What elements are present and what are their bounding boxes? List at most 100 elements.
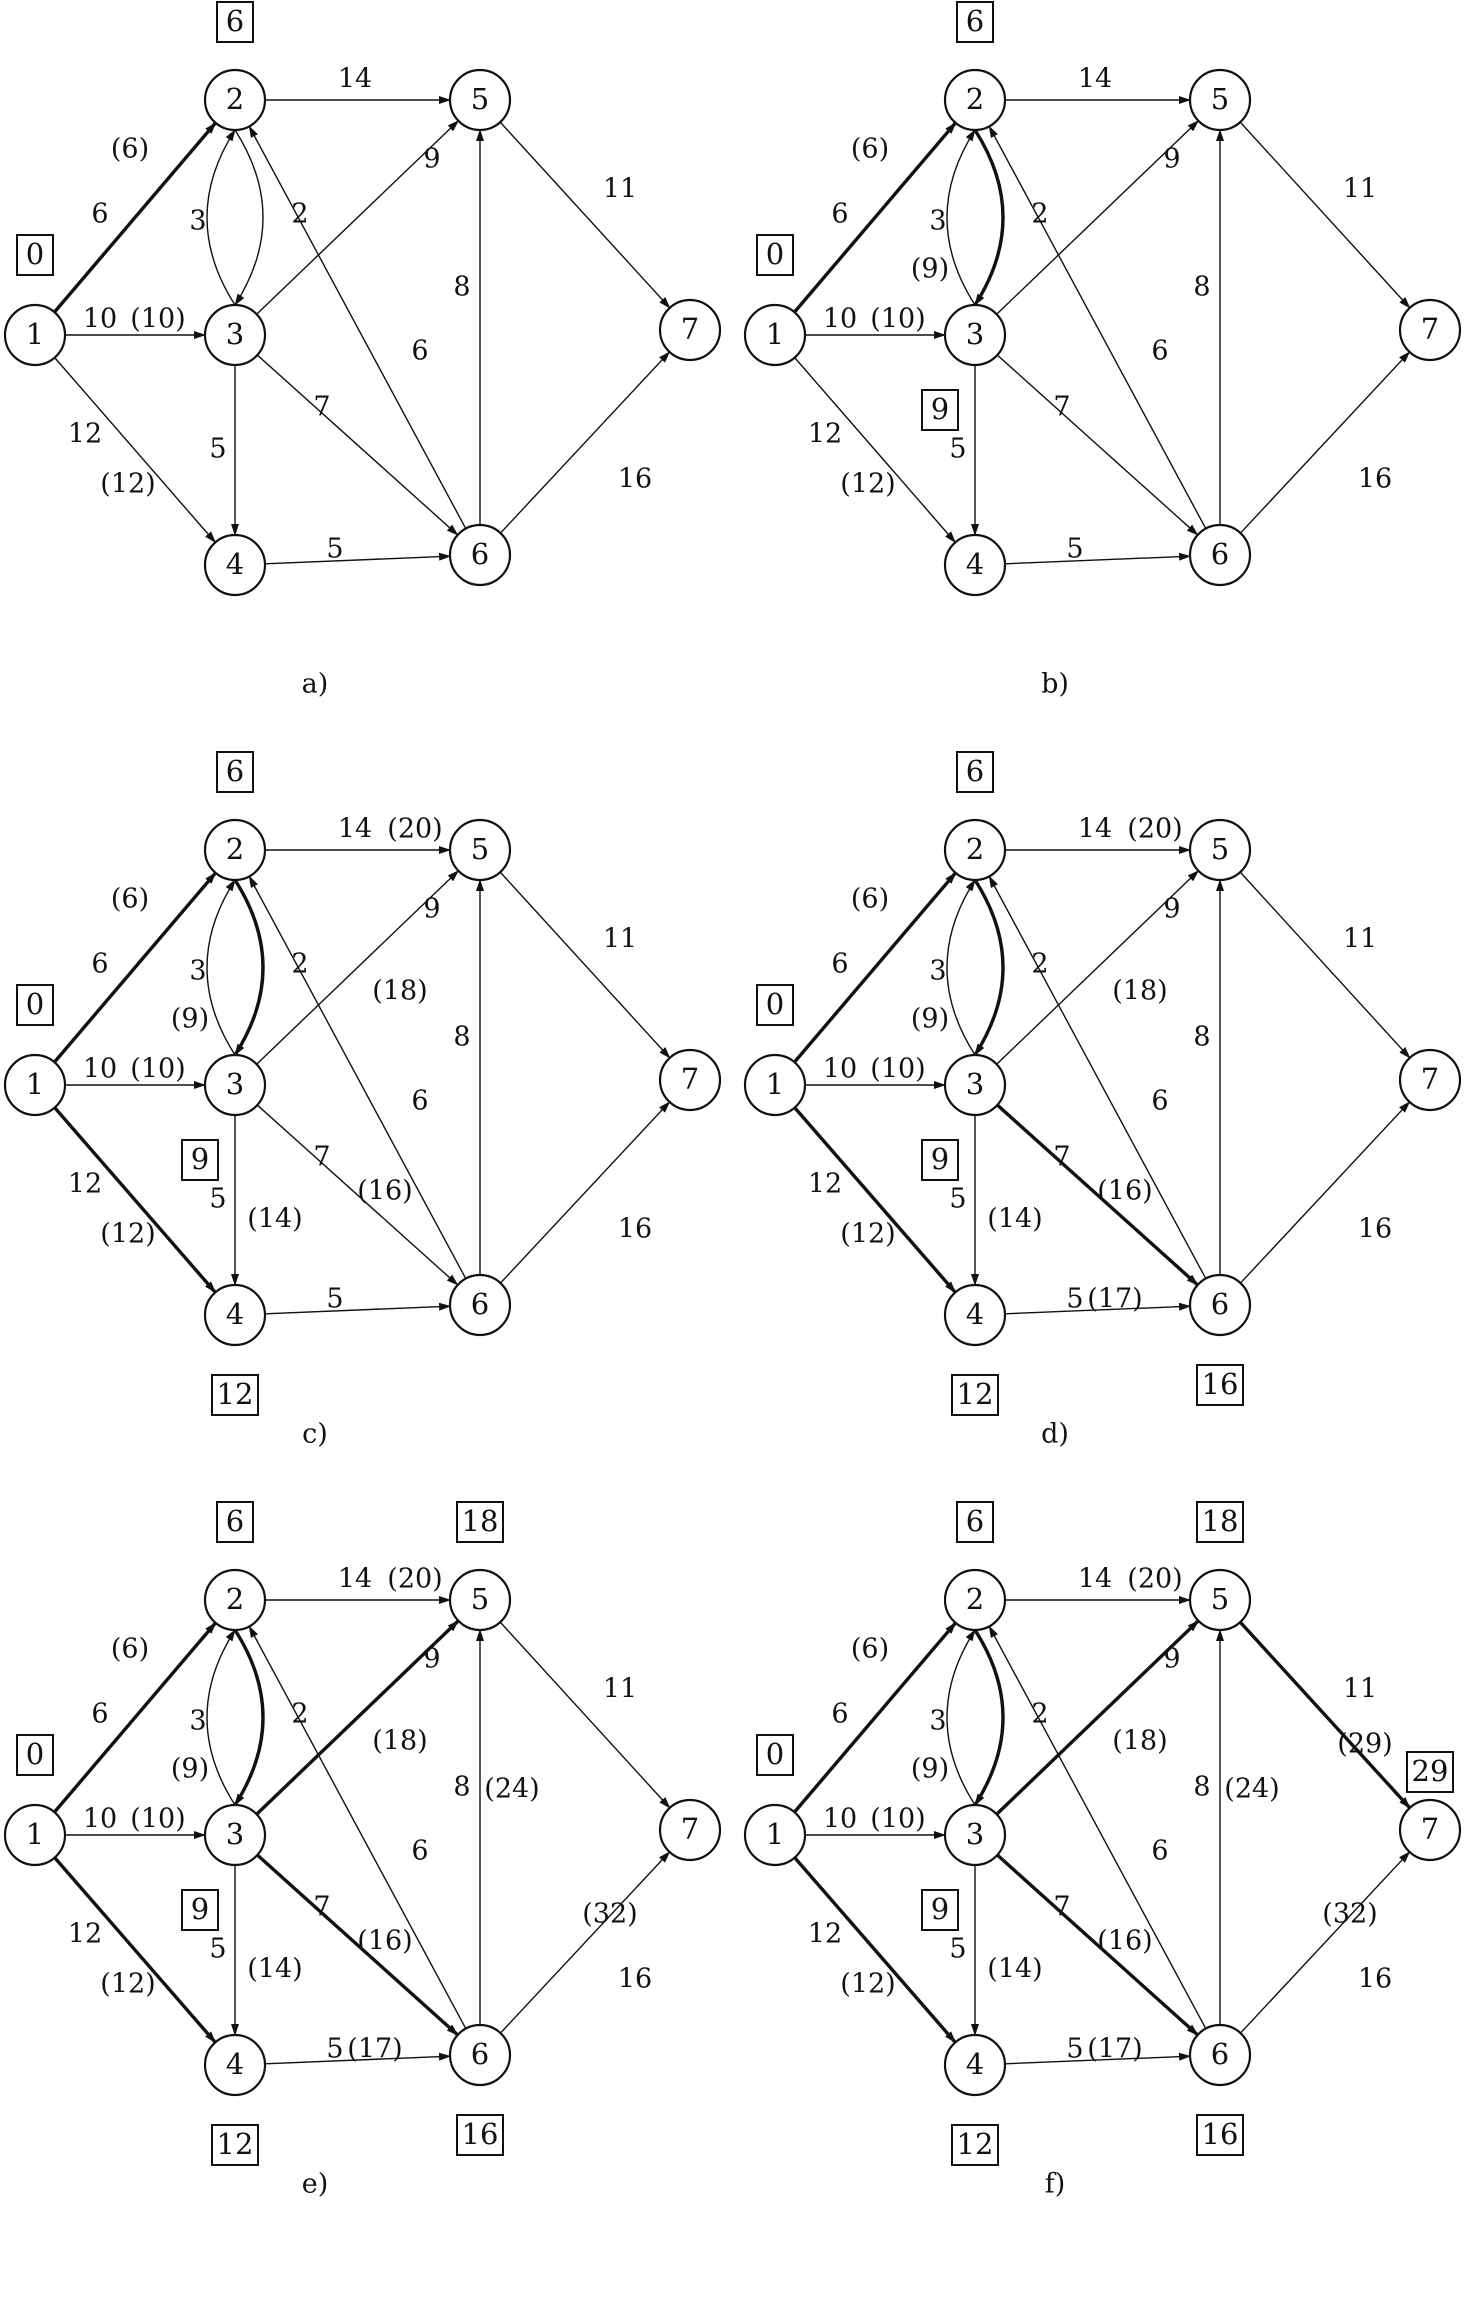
distance-box <box>16 234 54 276</box>
node-4-circle <box>203 533 267 597</box>
tentative-distance-label: (20) <box>1127 814 1182 845</box>
distance-box <box>1196 1364 1244 1406</box>
edge-2-3 <box>233 1629 265 1806</box>
node-3-circle <box>203 1803 267 1867</box>
edge-weight-label: 3 <box>189 956 206 987</box>
node-label: 7 <box>1421 312 1439 346</box>
tentative-distance-label: (29) <box>1337 1729 1392 1760</box>
node-5-circle <box>1188 1568 1252 1632</box>
edge-weight-label: 10 <box>83 1804 117 1835</box>
edge-3-2 <box>206 1629 236 1806</box>
edge-3-6 <box>256 354 459 536</box>
edge-weight-label: 6 <box>411 1836 428 1867</box>
edge-6-7 <box>499 351 671 534</box>
node-label: 1 <box>26 1817 44 1851</box>
edge-weight-label: 6 <box>831 949 848 980</box>
tentative-distance-label: (10) <box>130 304 185 335</box>
tentative-distance-label: (14) <box>987 1204 1042 1235</box>
edge-3-2 <box>206 879 236 1056</box>
edge-weight-label: 7 <box>1053 1892 1070 1923</box>
node-7-circle <box>1398 1798 1462 1862</box>
edge-2-3 <box>973 129 1005 306</box>
node-label: 4 <box>966 1297 984 1331</box>
edge-3-6 <box>256 1104 459 1286</box>
edge-weight-label: 6 <box>91 1699 108 1730</box>
node-label: 4 <box>966 547 984 581</box>
edge-3-6 <box>996 1103 1199 1287</box>
tentative-distance-label: (12) <box>100 1969 155 2000</box>
tentative-distance-label: (12) <box>840 1219 895 1250</box>
edge-1-2 <box>53 1621 217 1814</box>
edge-weight-label: 12 <box>68 419 102 450</box>
node-label: 1 <box>26 317 44 351</box>
edge-weight-label: 3 <box>929 956 946 987</box>
edge-3-5 <box>256 120 460 315</box>
node-3-circle <box>943 303 1007 367</box>
edge-6-2 <box>988 125 1207 529</box>
tentative-distance-label: (10) <box>130 1054 185 1085</box>
tentative-distance-label: (14) <box>247 1204 302 1235</box>
edge-weight-label: 7 <box>1053 1142 1070 1173</box>
tentative-distance-label: (12) <box>840 1969 895 2000</box>
edge-4-6 <box>1004 2052 1192 2065</box>
node-4-circle <box>203 1283 267 1347</box>
node-label: 2 <box>966 1582 984 1616</box>
node-label: 1 <box>766 317 784 351</box>
distance-box-label: 12 <box>217 2127 254 2161</box>
node-6-circle <box>1188 1273 1252 1337</box>
edge-5-7 <box>1239 121 1411 309</box>
tentative-distance-label: (32) <box>582 1899 637 1930</box>
node-6-circle <box>1188 523 1252 587</box>
tentative-distance-label: (9) <box>171 1004 209 1035</box>
tentative-distance-label: (10) <box>870 1054 925 1085</box>
edge-3-2 <box>946 879 976 1056</box>
distance-box-label: 9 <box>191 1142 209 1176</box>
edge-weight-label: 10 <box>83 1054 117 1085</box>
node-label: 4 <box>226 1297 244 1331</box>
edge-weight-label: 6 <box>1151 1086 1168 1117</box>
edge-weight-label: 6 <box>91 199 108 230</box>
node-label: 5 <box>471 1582 489 1616</box>
tentative-distance-label: (16) <box>1097 1926 1152 1957</box>
edge-weight-label: 8 <box>1193 1022 1210 1053</box>
node-label: 7 <box>1421 1062 1439 1096</box>
edge-weight-label: 2 <box>291 199 308 230</box>
tentative-distance-label: (6) <box>111 134 149 165</box>
edge-weight-label: 10 <box>83 304 117 335</box>
distance-box <box>951 2124 999 2166</box>
distance-box-label: 0 <box>26 237 44 271</box>
edge-1-4 <box>54 357 216 544</box>
node-3-circle <box>943 1053 1007 1117</box>
edge-weight-label: 14 <box>338 64 372 95</box>
node-4-circle <box>943 2033 1007 2097</box>
node-label: 3 <box>226 317 244 351</box>
edge-6-2 <box>248 125 467 529</box>
distance-box-label: 16 <box>462 2117 499 2151</box>
node-4-circle <box>943 533 1007 597</box>
node-label: 3 <box>966 1067 984 1101</box>
node-label: 4 <box>226 547 244 581</box>
distance-box-label: 18 <box>462 1504 499 1538</box>
node-2-circle <box>943 818 1007 882</box>
node-label: 1 <box>766 1817 784 1851</box>
node-label: 5 <box>1211 82 1229 116</box>
edge-weight-label: 5 <box>326 534 343 565</box>
node-label: 3 <box>966 317 984 351</box>
tentative-distance-label: (9) <box>911 1004 949 1035</box>
edge-weight-label: 9 <box>423 1644 440 1675</box>
tentative-distance-label: (20) <box>387 1564 442 1595</box>
distance-box-label: 9 <box>191 1892 209 1926</box>
tentative-distance-label: (17) <box>1087 2034 1142 2065</box>
edge-weight-label: 11 <box>1343 924 1377 955</box>
tentative-distance-label: (20) <box>387 814 442 845</box>
edge-weight-label: 5 <box>949 1934 966 1965</box>
edge-weight-label: 12 <box>68 1919 102 1950</box>
distance-box <box>216 751 254 793</box>
edge-6-2 <box>248 875 467 1279</box>
node-1-circle <box>3 303 67 367</box>
tentative-distance-label: (10) <box>870 1804 925 1835</box>
node-2-circle <box>943 68 1007 132</box>
distance-box-label: 29 <box>1412 1754 1449 1788</box>
panel-caption: c) <box>302 1419 328 1450</box>
distance-box-label: 9 <box>931 1892 949 1926</box>
